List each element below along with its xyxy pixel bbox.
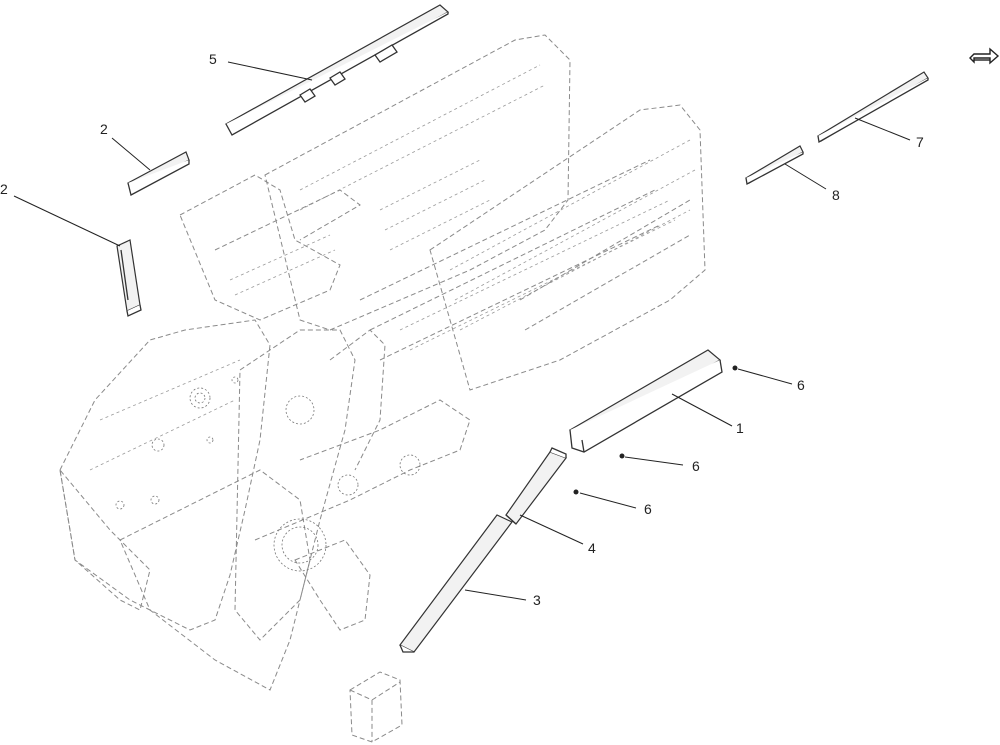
part-5-top-rail: [225, 4, 450, 136]
page-arrow-icon[interactable]: [969, 47, 1000, 65]
part-4-sleeve: [505, 447, 567, 525]
part-8-rail: [745, 145, 804, 186]
callout-6: 6: [644, 501, 652, 517]
frame-assembly-phantom: [59, 34, 706, 743]
part-2-upright-bracket: [116, 239, 142, 317]
part-6-fastener: [573, 489, 579, 495]
part-1-channel: [568, 349, 723, 453]
callout-3: 3: [533, 592, 541, 608]
callout-labels: 5 2 2 7 8 6 1 6 6 4 3: [0, 51, 924, 608]
callout-8: 8: [832, 187, 840, 203]
callout-2: 2: [100, 121, 108, 137]
callout-5: 5: [209, 51, 217, 67]
part-6-fastener: [619, 453, 625, 459]
part-3-long-sleeve: [399, 514, 513, 653]
callout-6: 6: [797, 377, 805, 393]
callout-2: 2: [0, 181, 8, 197]
part-7-rail: [817, 71, 929, 144]
callout-4: 4: [588, 540, 596, 556]
callout-1: 1: [736, 420, 744, 436]
part-2-short-angle: [127, 151, 190, 196]
part-6-fastener: [732, 365, 738, 371]
callout-7: 7: [916, 134, 924, 150]
leader-lines: [13, 61, 911, 601]
callout-6: 6: [692, 458, 700, 474]
